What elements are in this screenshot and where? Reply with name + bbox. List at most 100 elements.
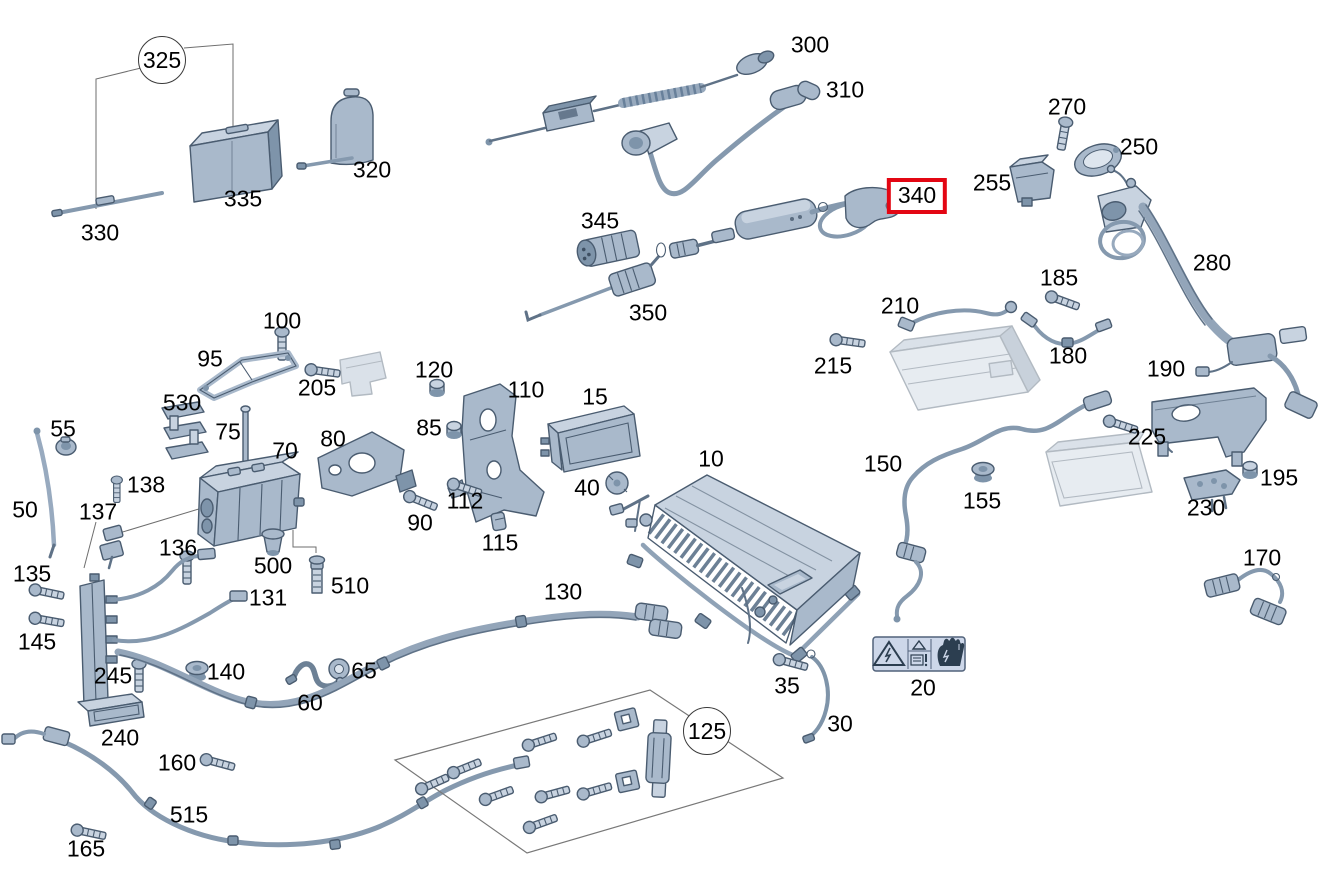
part-150-sketch <box>893 390 1113 623</box>
part-callout-205[interactable]: 205 <box>297 374 337 401</box>
part-345-sketch <box>576 229 641 267</box>
part-callout-335[interactable]: 335 <box>223 185 263 212</box>
part-callout-100[interactable]: 100 <box>262 307 302 334</box>
part-callout-95[interactable]: 95 <box>197 345 223 372</box>
part-131-sketch <box>79 547 248 707</box>
part-80-sketch <box>317 431 417 497</box>
part-callout-131[interactable]: 131 <box>248 584 288 611</box>
part-530-sketch <box>161 401 209 460</box>
part-callout-40[interactable]: 40 <box>574 474 600 501</box>
ghost-power-electronics-sketch <box>889 325 1041 411</box>
part-callout-155[interactable]: 155 <box>962 487 1002 514</box>
part-callout-10[interactable]: 10 <box>698 445 724 472</box>
part-500-sketch <box>261 528 285 556</box>
part-335-sketch <box>189 119 283 203</box>
part-callout-180[interactable]: 180 <box>1048 342 1088 369</box>
part-callout-112[interactable]: 112 <box>446 487 484 514</box>
part-callout-255[interactable]: 255 <box>972 169 1012 196</box>
part-callout-340[interactable]: 340 <box>886 178 948 214</box>
part-320-sketch <box>296 88 374 170</box>
part-callout-185[interactable]: 185 <box>1039 264 1079 291</box>
part-callout-137[interactable]: 137 <box>78 498 118 525</box>
part-callout-136[interactable]: 136 <box>158 534 198 561</box>
part-callout-240[interactable]: 240 <box>100 724 140 751</box>
part-callout-170[interactable]: 170 <box>1242 544 1282 571</box>
part-50-sketch <box>33 427 57 559</box>
part-callout-50[interactable]: 50 <box>12 496 38 523</box>
part-180-sketch <box>1020 311 1113 348</box>
part-callout-20[interactable]: 20 <box>910 674 936 701</box>
part-110-sketch <box>447 383 545 523</box>
part-callout-350[interactable]: 350 <box>628 299 668 326</box>
ghost-bracket-sketch <box>339 351 387 397</box>
part-callout-135[interactable]: 135 <box>12 560 52 587</box>
part-callout-345[interactable]: 345 <box>580 207 620 234</box>
part-callout-130[interactable]: 130 <box>543 578 583 605</box>
part-callout-300[interactable]: 300 <box>790 31 830 58</box>
part-callout-65[interactable]: 65 <box>351 657 377 684</box>
part-callout-140[interactable]: 140 <box>206 658 246 685</box>
part-callout-150[interactable]: 150 <box>863 450 903 477</box>
part-115-sketch <box>490 511 507 532</box>
part-callout-15[interactable]: 15 <box>582 383 608 410</box>
part-callout-245[interactable]: 245 <box>93 662 133 689</box>
part-75-sketch <box>240 405 251 469</box>
part-callout-190[interactable]: 190 <box>1146 355 1186 382</box>
part-callout-110[interactable]: 110 <box>507 376 545 403</box>
part-190-sketch <box>1151 387 1267 467</box>
part-callout-85[interactable]: 85 <box>416 414 442 441</box>
part-callout-310[interactable]: 310 <box>825 76 865 103</box>
part-callout-60[interactable]: 60 <box>297 689 323 716</box>
part-callout-320[interactable]: 320 <box>352 156 392 183</box>
part-callout-35[interactable]: 35 <box>774 672 800 699</box>
part-callout-70[interactable]: 70 <box>272 437 298 464</box>
part-325-leader-lines <box>95 43 234 209</box>
part-callout-280[interactable]: 280 <box>1192 249 1232 276</box>
part-callout-138[interactable]: 138 <box>126 471 166 498</box>
part-callout-250[interactable]: 250 <box>1119 133 1159 160</box>
part-170-sketch <box>1203 567 1287 626</box>
part-callout-90[interactable]: 90 <box>407 509 433 536</box>
do-not-touch-hand-icon <box>937 637 965 666</box>
part-callout-210[interactable]: 210 <box>880 292 920 319</box>
part-callout-510[interactable]: 510 <box>330 572 370 599</box>
part-310-sketch <box>621 80 821 197</box>
part-130-sketch <box>114 602 683 710</box>
part-95-sketch <box>197 350 299 401</box>
part-510-sketch <box>308 555 326 594</box>
part-125-kit-sketch <box>393 689 785 854</box>
part-340-sketch <box>655 186 904 259</box>
part-callout-115[interactable]: 115 <box>481 529 519 556</box>
part-300-sketch <box>485 50 775 146</box>
part-callout-120[interactable]: 120 <box>414 356 454 383</box>
part-callout-230[interactable]: 230 <box>1186 494 1226 521</box>
part-callout-500[interactable]: 500 <box>253 552 293 579</box>
part-callout-515[interactable]: 515 <box>169 801 209 828</box>
part-callout-225[interactable]: 225 <box>1127 423 1167 450</box>
part-350-sketch <box>524 255 660 323</box>
part-callout-270[interactable]: 270 <box>1047 93 1087 120</box>
part-280-sketch <box>1097 164 1318 453</box>
ghost-control-unit-sketch <box>1045 431 1153 507</box>
part-70-sketch <box>197 451 305 547</box>
part-callout-125[interactable]: 125 <box>683 707 731 755</box>
part-callout-530[interactable]: 530 <box>162 389 202 416</box>
part-callout-330[interactable]: 330 <box>80 219 120 246</box>
part-callout-30[interactable]: 30 <box>827 710 853 737</box>
part-515-sketch <box>1 726 531 851</box>
part-callout-55[interactable]: 55 <box>50 415 76 442</box>
part-callout-165[interactable]: 165 <box>66 835 106 862</box>
part-callout-80[interactable]: 80 <box>320 425 346 452</box>
part-callout-325[interactable]: 325 <box>138 36 186 84</box>
part-210-sketch <box>897 300 1018 332</box>
part-callout-75[interactable]: 75 <box>215 418 241 445</box>
part-callout-215[interactable]: 215 <box>813 352 853 379</box>
part-callout-160[interactable]: 160 <box>157 749 197 776</box>
part-240-sketch <box>77 693 145 727</box>
part-callout-145[interactable]: 145 <box>17 628 57 655</box>
part-callout-195[interactable]: 195 <box>1259 464 1299 491</box>
read-manual-alert-icon <box>910 639 928 667</box>
